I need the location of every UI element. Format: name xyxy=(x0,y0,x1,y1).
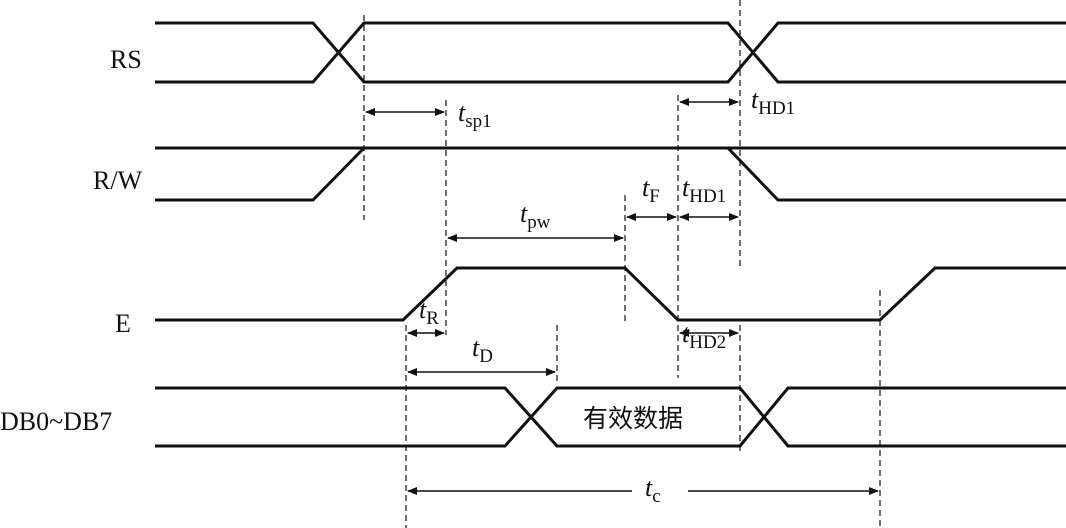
timing-arrows xyxy=(365,98,879,495)
signal-label-db: DB0~DB7 xyxy=(0,407,112,436)
timing-label-tf: tF xyxy=(642,173,660,207)
timing-label-thd2: tHD2 xyxy=(682,319,726,353)
timing-label-td: tD xyxy=(472,333,493,367)
guide-lines xyxy=(363,0,881,528)
signal-label-rw: R/W xyxy=(93,166,143,195)
timing-label-tr: tR xyxy=(419,295,439,329)
timing-label-tpw: tpw xyxy=(520,199,551,233)
db-waveform xyxy=(155,386,1066,448)
signal-label-e: E xyxy=(115,309,131,338)
valid-data-label: 有效数据 xyxy=(583,404,683,433)
rw-waveform xyxy=(155,146,1066,202)
timing-label-tc: tc xyxy=(645,473,661,507)
e-waveform xyxy=(155,266,1066,322)
timing-label-thd1-top: tHD1 xyxy=(751,85,795,119)
rs-waveform xyxy=(155,21,1066,84)
timing-label-thd1-mid: tHD1 xyxy=(682,173,726,207)
signal-label-rs: RS xyxy=(110,45,142,74)
timing-label-tsp1: tsp1 xyxy=(458,98,492,132)
